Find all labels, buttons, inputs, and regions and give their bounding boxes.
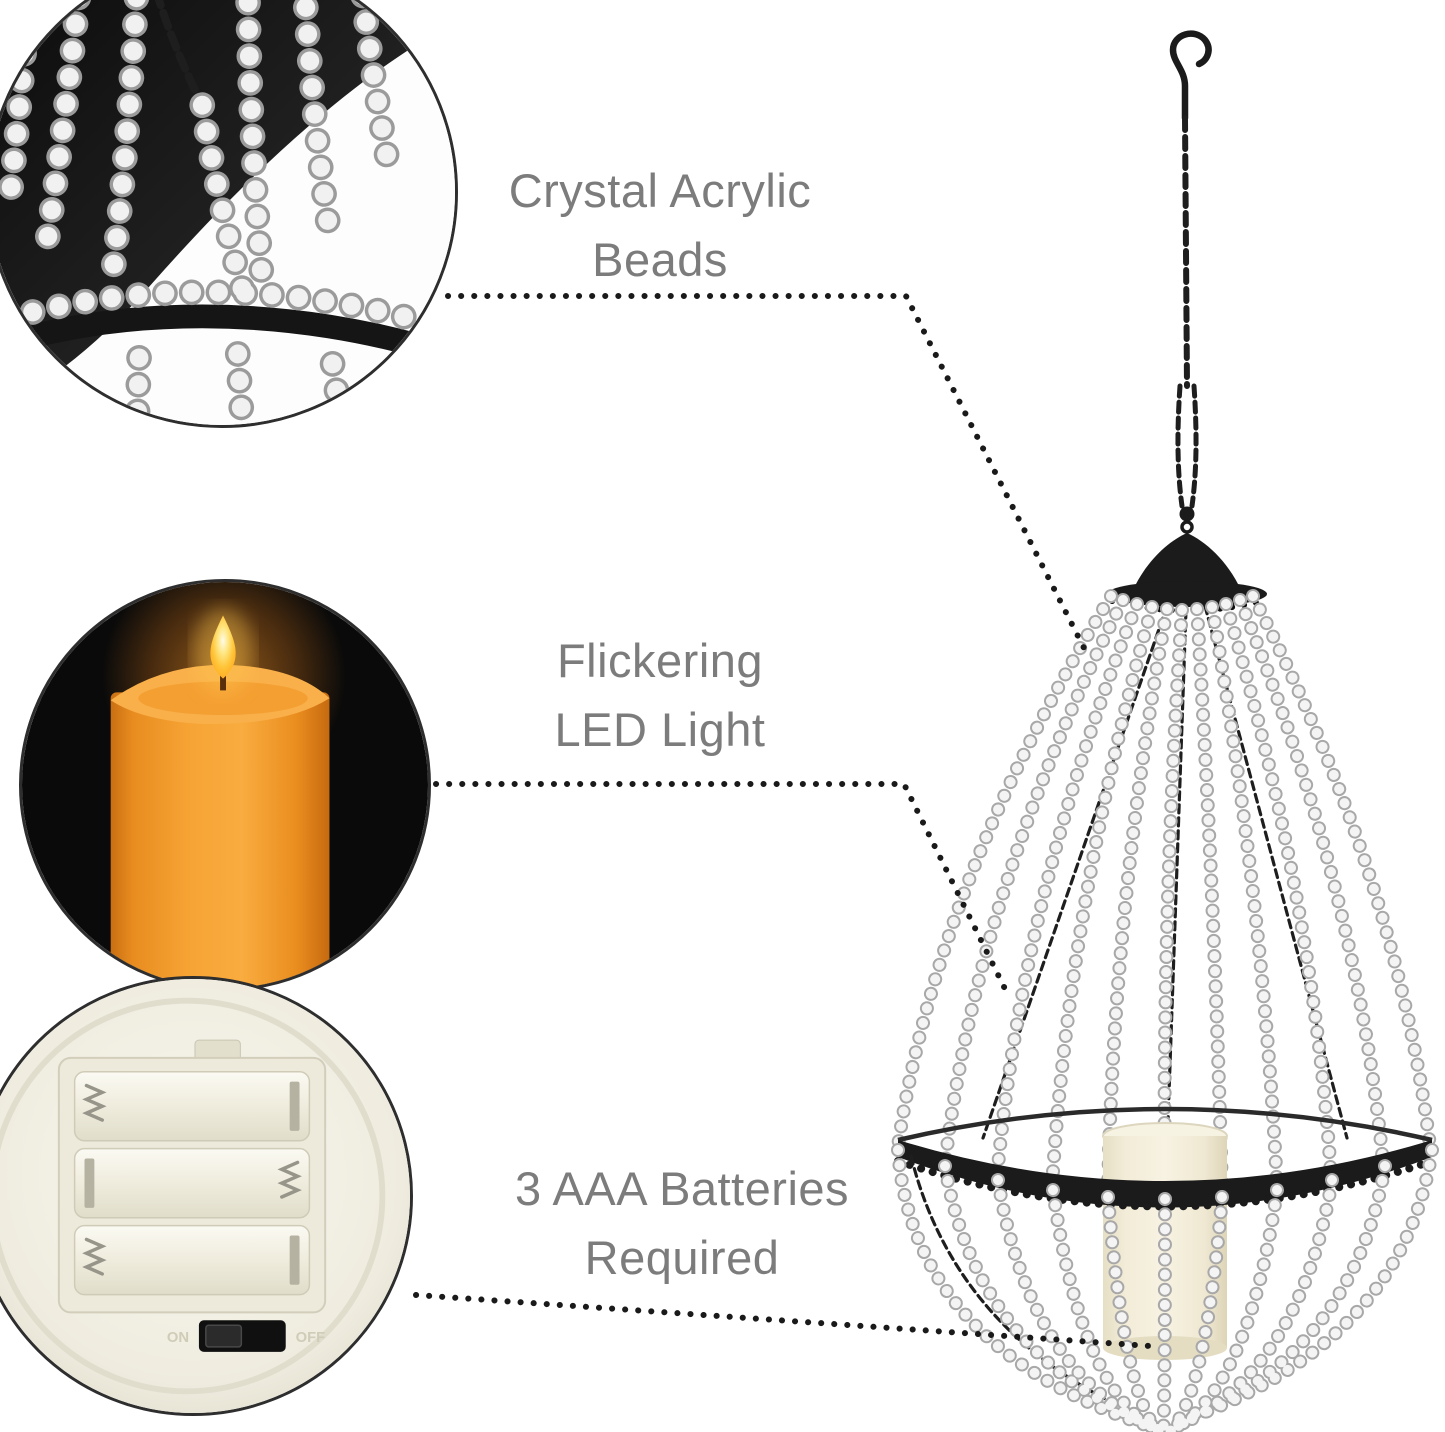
chandelier-photo [865, 30, 1445, 1432]
label-line: 3 AAA Batteries [514, 1162, 850, 1215]
feature-label-led-light: Flickering LED Light [450, 626, 870, 764]
connector-loop [1180, 520, 1194, 534]
battery-compartment-photo: ON OFF [0, 976, 413, 1416]
switch-on-label: ON [167, 1330, 189, 1346]
battery-contacts [84, 1081, 300, 1285]
metal-ring-band [898, 1140, 1432, 1208]
ring-back-edge [897, 1106, 1433, 1143]
battery-springs [82, 1083, 302, 1276]
hanging-chain [1182, 115, 1190, 389]
flame [210, 615, 236, 679]
led-candle-illustration [22, 582, 428, 988]
candle-top [1102, 1122, 1228, 1150]
beads-closeup-photo [0, 0, 458, 428]
leader-line-led [433, 781, 1012, 1000]
ring-lace-trim [894, 1157, 1436, 1211]
lower-bead-strands-outline [898, 1150, 1432, 1432]
double-chain-right [1189, 383, 1199, 509]
label-line: Flickering [556, 634, 764, 687]
label-line: Required [584, 1231, 780, 1284]
beads-closeup-illustration [0, 0, 455, 425]
double-chain-left [1175, 383, 1185, 509]
battery-compartment-illustration: ON OFF [0, 979, 410, 1413]
melted-wax-pool [138, 681, 308, 716]
feature-label-crystal-beads: Crystal Acrylic Beads [450, 156, 870, 294]
leader-line-battery [413, 1292, 1153, 1349]
upper-bead-strands-fill [898, 596, 1430, 1196]
label-line: LED Light [554, 703, 766, 756]
candle-bottom [1103, 1336, 1227, 1360]
upper-bead-strands-outline [898, 596, 1430, 1196]
led-candle-photo [19, 579, 431, 991]
battery-slot [73, 1070, 311, 1142]
feature-label-batteries: 3 AAA Batteries Required [462, 1154, 902, 1292]
battery-slot [73, 1147, 311, 1219]
battery-slot [73, 1224, 311, 1296]
candle-body [110, 692, 330, 988]
power-switch-knob [205, 1324, 243, 1348]
wick [220, 674, 226, 691]
canopy [1133, 533, 1241, 590]
inner-support-chains [981, 604, 1349, 1152]
chain-connector [1179, 506, 1195, 522]
lid-rim [0, 997, 386, 1395]
bead-hanging-chain [154, 0, 207, 110]
canopy-bead-loops [1109, 598, 1265, 614]
battery-slots [73, 1070, 311, 1296]
canopy-rim [1107, 581, 1267, 607]
lower-support-chain [909, 1154, 1157, 1424]
label-line: Beads [592, 233, 728, 286]
leader-line-beads [445, 293, 1089, 655]
lower-bead-strands-fill [898, 1150, 1432, 1432]
hanging-hook [1169, 30, 1212, 122]
switch-off-label: OFF [296, 1330, 326, 1346]
led-candle [1103, 1136, 1227, 1348]
label-line: Crystal Acrylic [508, 164, 812, 217]
